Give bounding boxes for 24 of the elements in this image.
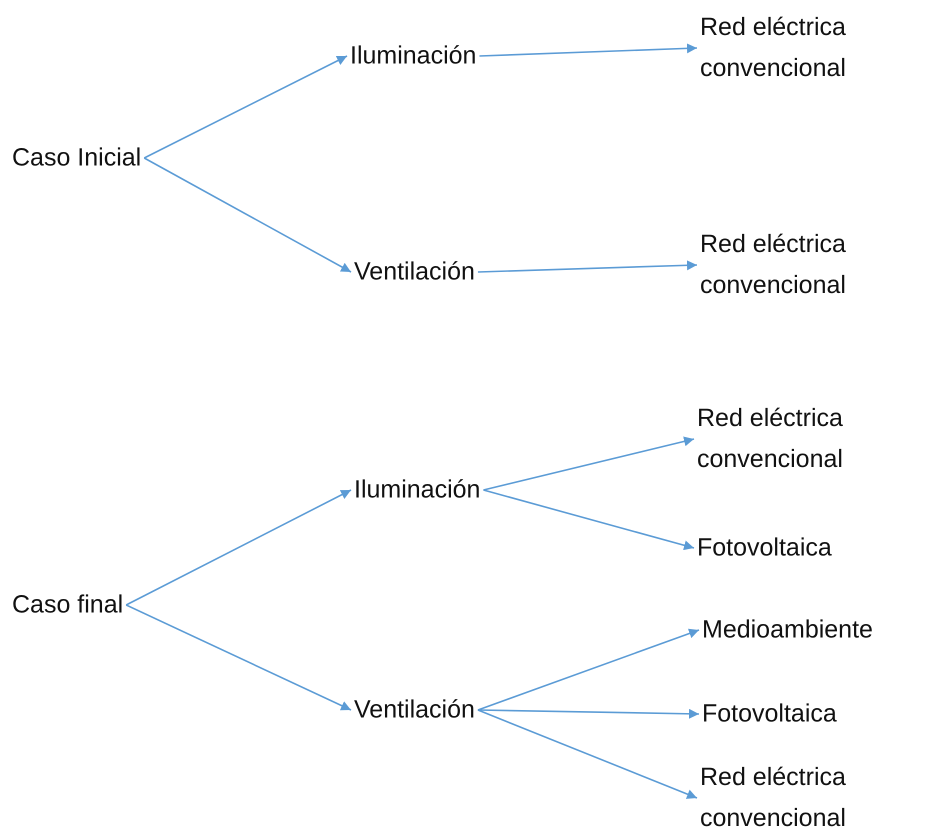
node-label: Fotovoltaica [702,698,837,730]
arrow [478,260,698,273]
arrow [126,489,352,606]
node-label: Ventilación [354,256,475,288]
arrow [478,709,698,799]
arrow [483,436,694,491]
arrow [479,43,698,57]
arrow [483,489,694,550]
node-label: Red eléctrica convencional [697,403,844,475]
node-label: Caso final [12,590,124,620]
node-label: Fotovoltaica [697,532,832,564]
node-label: Red eléctrica convencional [700,762,847,834]
arrow [144,157,352,273]
node-label: Caso Inicial [12,142,142,174]
node-label: Red eléctrica convencional [700,229,847,301]
arrow [478,708,700,719]
node-label: Iluminación [354,474,480,506]
node-label: Red eléctrica convencional [700,12,847,84]
arrow [478,628,700,711]
node-label: Iluminación [350,40,476,72]
arrow [126,604,352,711]
node-label: Medioambiente [702,614,873,646]
node-label: Ventilación [354,694,475,726]
arrow [144,55,348,159]
